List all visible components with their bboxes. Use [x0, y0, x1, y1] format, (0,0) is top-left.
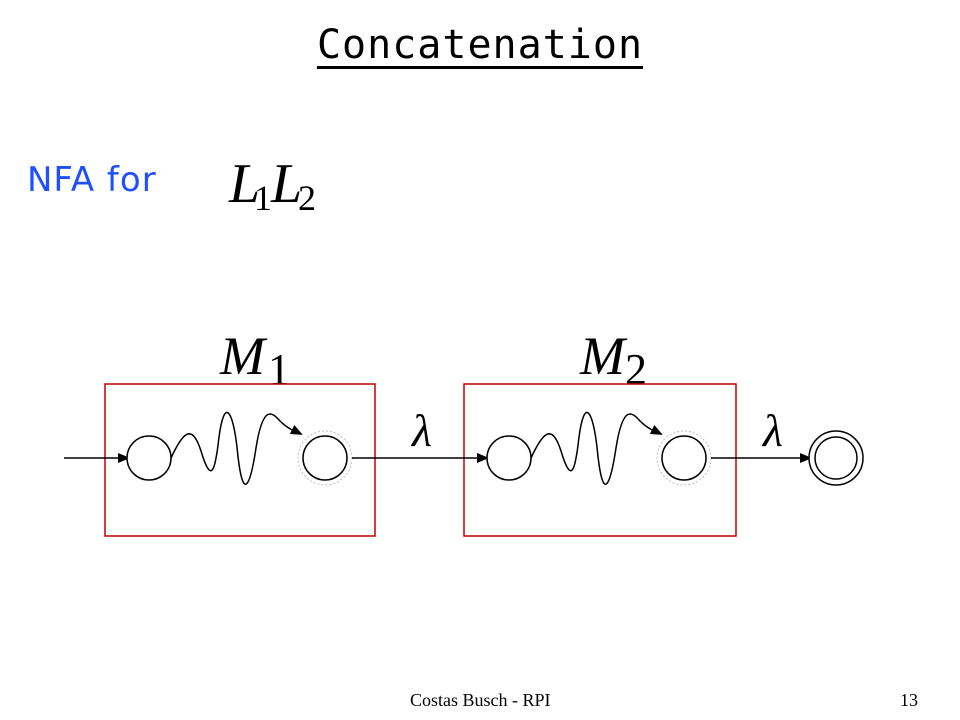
machine-2-label: M 2	[579, 326, 647, 394]
l2-base: L	[270, 153, 302, 215]
m1-subscript: 1	[268, 345, 290, 394]
footer-author: Costas Busch - RPI	[410, 690, 551, 710]
language-expression: L 1 L 2	[228, 153, 316, 218]
footer-page-number: 13	[900, 690, 918, 710]
m2-transition-squiggle	[530, 411, 663, 485]
l2-subscript: 2	[298, 178, 316, 218]
slide-title: Concatenation	[0, 22, 960, 68]
m2-start-state	[486, 435, 532, 481]
m2-base: M	[579, 326, 628, 386]
m1-base: M	[219, 326, 268, 386]
m2-final-state	[661, 435, 707, 481]
lambda-label-2: λ	[761, 405, 783, 456]
machine-1-label: M 1	[219, 326, 290, 394]
m1-start-state	[126, 435, 172, 481]
m2-subscript: 2	[625, 345, 647, 394]
slide-title-text: Concatenation	[316, 22, 644, 68]
final-state-inner	[814, 436, 858, 480]
lambda-label-1: λ	[410, 405, 432, 456]
m1-final-state	[302, 435, 348, 481]
machine-2-box	[463, 383, 737, 537]
l1-subscript: 1	[254, 178, 272, 218]
machine-1-box	[104, 383, 376, 537]
l1-base: L	[228, 153, 260, 215]
m1-transition-squiggle	[170, 411, 303, 485]
nfa-for-label: NFA for	[27, 160, 157, 200]
